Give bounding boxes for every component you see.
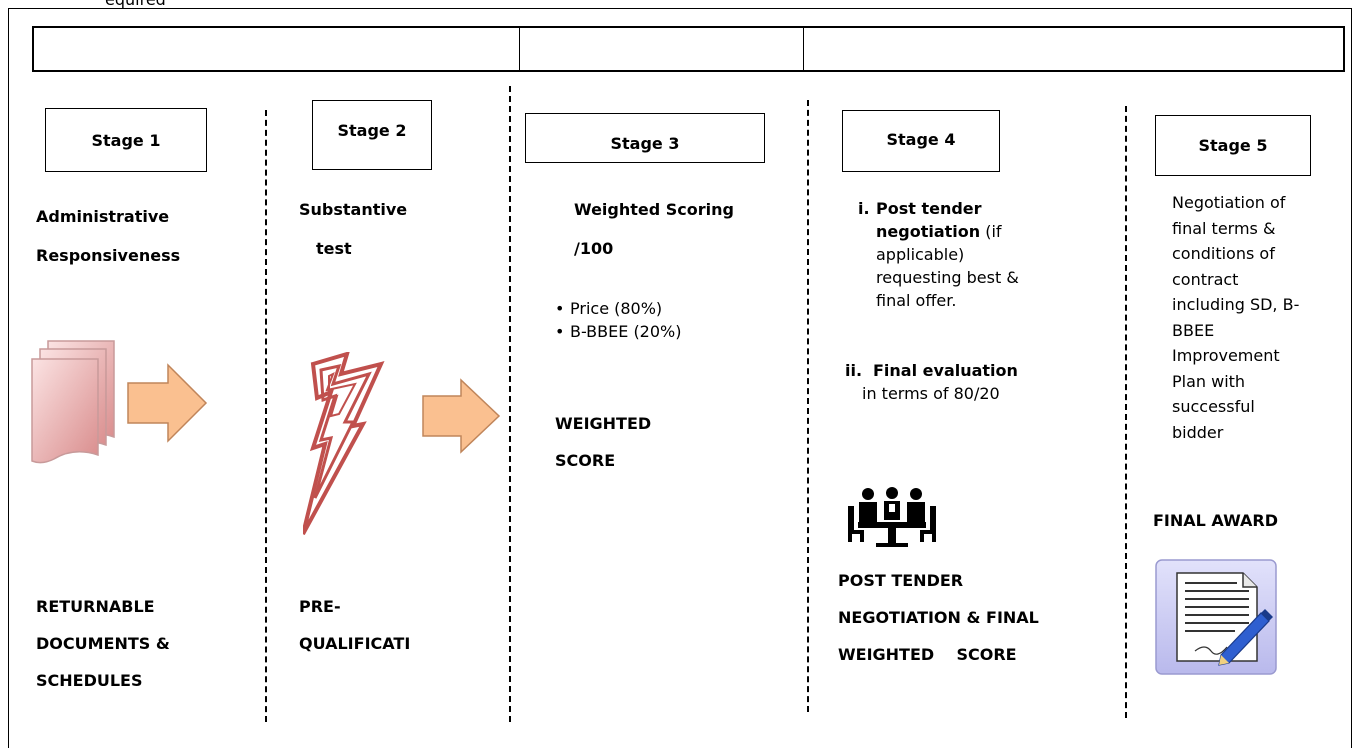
- stage-3-footer-line: WEIGHTED: [555, 414, 652, 433]
- stage-1-footer: RETURNABLE DOCUMENTS & SCHEDULES: [36, 588, 170, 699]
- stage-1-box: Stage 1: [45, 108, 207, 172]
- stage-5-desc-line: conditions of: [1172, 244, 1275, 263]
- item-number: i.: [858, 199, 870, 218]
- stage-5-desc-line: contract: [1172, 269, 1239, 289]
- item-text: requesting best &: [876, 268, 1019, 287]
- final-award-label: FINAL AWARD: [1153, 511, 1278, 530]
- stage-5-desc-line: including SD, B-: [1172, 295, 1300, 314]
- item-number: ii.: [845, 361, 863, 380]
- stage-2-title: Substantive test: [299, 190, 407, 268]
- lightning-bolt-icon: [303, 352, 385, 535]
- stage-4-footer-line: NEGOTIATION & FINAL: [838, 608, 1039, 627]
- contract-document-icon: [1155, 559, 1277, 675]
- stage-2-footer: PRE- QUALIFICATI: [299, 588, 410, 662]
- meeting-table-icon: [848, 487, 936, 547]
- stage-4-item-2: ii. Final evaluation in terms of 80/20: [845, 359, 1018, 405]
- item-heading: Final evaluation: [873, 361, 1018, 380]
- stage-4-footer-line: POST TENDER: [838, 571, 964, 590]
- item-text: in terms of 80/20: [862, 384, 1000, 403]
- bullet-item: Price (80%): [555, 297, 681, 320]
- stage-3-title-line: /100: [574, 239, 614, 258]
- stage-3-box: Stage 3: [525, 113, 765, 163]
- stage-4-label: Stage 4: [886, 130, 956, 149]
- stage-5-desc-line: Plan with: [1172, 371, 1246, 391]
- stage-1-footer-line: RETURNABLE: [36, 597, 155, 616]
- stage-3-footer: WEIGHTED SCORE: [555, 405, 651, 479]
- item-text: final offer.: [876, 291, 957, 310]
- stage-2-title-line: test: [316, 239, 352, 258]
- stage-5-box: Stage 5: [1155, 115, 1311, 176]
- stage-3-bullets: Price (80%) B-BBEE (20%): [555, 297, 681, 343]
- stage-5-desc-line: final terms &: [1172, 218, 1276, 238]
- stage-5-desc-line: successful: [1172, 397, 1255, 416]
- stage-1-title-line: Responsiveness: [36, 246, 181, 265]
- stage-5-desc-line: Improvement: [1172, 346, 1280, 365]
- bullet-item: B-BBEE (20%): [555, 320, 681, 343]
- divider-4: [1125, 106, 1127, 718]
- stage-5-desc-line: bidder: [1172, 422, 1224, 442]
- item-text: (if: [980, 222, 1002, 241]
- top-cut-text: equired: [105, 0, 166, 9]
- stage-5-description: Negotiation of final terms & conditions …: [1172, 190, 1299, 445]
- stage-1-label: Stage 1: [91, 130, 161, 150]
- divider-1: [265, 110, 267, 722]
- arrow-right-icon: [127, 363, 208, 443]
- header-cell-2: [519, 28, 803, 70]
- stage-5-label: Stage 5: [1198, 136, 1268, 155]
- stage-5-desc-line: Negotiation of: [1172, 193, 1286, 212]
- stage-4-item-1: i. Post tender negotiation (if applicable…: [858, 197, 1019, 312]
- stage-3-title: Weighted Scoring /100: [574, 190, 734, 268]
- divider-3: [807, 100, 809, 712]
- item-heading: Post tender: [876, 199, 982, 218]
- diagram-frame: [8, 8, 1352, 748]
- stage-1-title: Administrative Responsiveness: [36, 197, 180, 275]
- divider-2: [509, 86, 511, 722]
- stage-2-box: Stage 2: [312, 100, 432, 170]
- stage-2-title-line: Substantive: [299, 200, 408, 219]
- stage-1-footer-line: SCHEDULES: [36, 671, 143, 690]
- stage-4-footer: POST TENDER NEGOTIATION & FINAL WEIGHTED…: [838, 562, 1039, 673]
- stage-2-footer-line: QUALIFICATI: [299, 634, 411, 653]
- header-cell-1: [34, 28, 519, 70]
- stage-5-desc-line: BBEE: [1172, 320, 1215, 340]
- stage-1-footer-line: DOCUMENTS &: [36, 634, 170, 653]
- header-cell-3: [803, 28, 1343, 70]
- stage-3-label: Stage 3: [610, 134, 680, 153]
- stage-4-footer-line: WEIGHTED SCORE: [838, 645, 1017, 664]
- documents-icon: [31, 340, 115, 464]
- stage-3-title-line: Weighted Scoring: [574, 200, 734, 219]
- stage-2-label: Stage 2: [337, 121, 407, 140]
- header-table: [32, 26, 1345, 72]
- stage-2-footer-line: PRE-: [299, 597, 341, 616]
- item-heading: negotiation: [876, 222, 981, 241]
- stage-1-title-line: Administrative: [36, 207, 170, 226]
- stage-4-box: Stage 4: [842, 110, 1000, 172]
- item-text: applicable): [876, 245, 965, 264]
- stage-3-footer-line: SCORE: [555, 451, 616, 470]
- arrow-right-icon: [422, 378, 501, 454]
